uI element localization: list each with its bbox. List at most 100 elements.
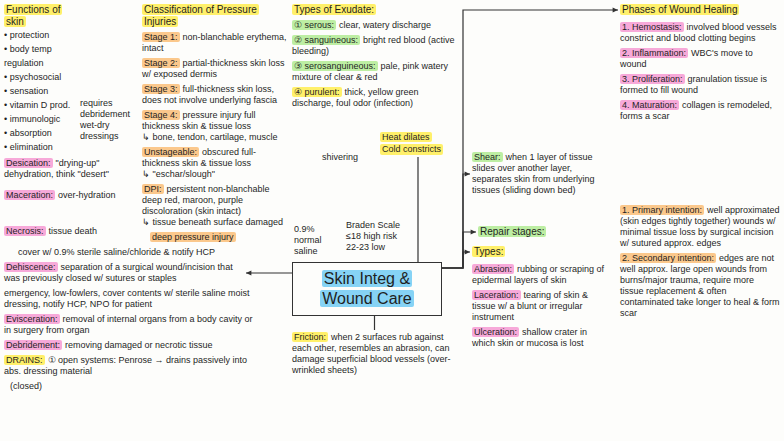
note-label: Braden Scale (346, 220, 408, 231)
highlight-term: Skin Integ & Wound Care (320, 270, 414, 307)
highlight-term: Debridement: (4, 340, 62, 350)
note-label: (closed) (10, 381, 70, 392)
note-box: Types of Exudate: (292, 4, 457, 16)
connector-line (442, 252, 470, 268)
highlight-term: ④ purulent: (292, 87, 342, 97)
note-box: Necrosis:tissue death (4, 226, 138, 237)
highlight-term: ③ serosanguineous: (292, 61, 378, 71)
note-text: ↳ tissue beneath surface damaged (142, 217, 283, 228)
connector (442, 7, 618, 268)
connector-line (442, 10, 618, 268)
note-box: Repair stages: (478, 226, 588, 238)
note-label: emergency, low-fowlers, cover contents w… (4, 288, 254, 310)
note-text: • protection (4, 28, 49, 42)
note-label: cover w/ 0.9% sterile saline/chloride & … (18, 247, 268, 258)
note-text: removing damaged or necrotic tissue (65, 340, 213, 350)
highlight-term: Maceration: (4, 190, 55, 200)
note-box: Stage 3:full-thickness skin loss, does n… (142, 84, 287, 106)
note-box: Stage 4:pressure injury full thickness s… (142, 110, 287, 143)
arrow-head (465, 249, 470, 254)
note-text: • body temp regulation (4, 42, 82, 70)
highlight-term: Evisceration: (4, 314, 60, 324)
highlight-term: Friction: (292, 332, 328, 342)
highlight-term: Types: (472, 246, 505, 257)
highlight-term: Desication: (4, 158, 53, 168)
note-box: deep pressure injury (150, 232, 250, 243)
note-box: 4. Maturation:collagen is remodeled, for… (620, 100, 780, 122)
connector (442, 171, 470, 268)
connector (374, 316, 375, 330)
highlight-term: Cold constricts (380, 144, 443, 155)
highlight-term: Repair stages: (478, 226, 546, 237)
highlight-term: Stage 1: (142, 32, 180, 42)
highlight-term: 2. Secondary intention: (620, 253, 716, 263)
note-label: shivering (322, 152, 372, 163)
highlight-term: 1. Hemostasis: (620, 22, 684, 32)
connector (442, 229, 476, 268)
note-box: 2. Inflammation:WBC's move to wound (620, 48, 780, 70)
connector-line (417, 157, 418, 262)
note-box: 2. Secondary intention:edges are not wel… (620, 253, 780, 319)
note-text: ↳ bone, tendon, cartilage, muscle (142, 132, 278, 143)
highlight-term: Functions of skin (4, 4, 62, 27)
note-label: ≤18 high risk (346, 231, 408, 242)
note-box: DPI:persistent non-blanchable deep red, … (142, 184, 287, 228)
highlight-term: 2. Inflammation: (620, 48, 688, 58)
note-text: • immunologic (4, 112, 60, 126)
highlight-term: Necrosis: (4, 226, 46, 236)
note-text: • absorption (4, 126, 52, 140)
highlight-term: Stage 2: (142, 58, 180, 68)
note-box: Types: (472, 246, 582, 258)
arrow-head (471, 229, 476, 234)
note-text: • elimination (4, 140, 53, 154)
note-text: • psychosocial (4, 70, 61, 84)
note-text: ↳ "eschar/slough" (142, 169, 215, 180)
note-text: over-hydration (58, 190, 116, 200)
note-box: Dehiscence:separation of a surgical woun… (4, 262, 244, 284)
highlight-term: Dehiscence: (4, 262, 58, 272)
highlight-term: deep pressure injury (150, 232, 236, 242)
highlight-term: Heat dilates (380, 132, 432, 142)
note-box: Unstageable:obscured full-thickness skin… (142, 147, 287, 180)
note-box: Stage 2:partial-thickness skin loss w/ e… (142, 58, 287, 80)
arrow-head (613, 7, 618, 12)
note-box: Friction:when 2 surfaces rub against eac… (292, 332, 457, 376)
highlight-term: Phases of Wound Healing (620, 4, 739, 15)
note-label: 22-23 low (346, 242, 408, 253)
connector-line (374, 316, 375, 330)
note-box: Abrasion:rubbing or scraping of epiderma… (472, 264, 612, 286)
highlight-term: Unstageable: (142, 147, 199, 157)
note-box: Maceration:over-hydration (4, 190, 138, 201)
note-box: ③ serosanguineous:pale, pink watery mixt… (292, 61, 457, 83)
highlight-term: 3. Proliferation: (620, 74, 685, 84)
note-box: 1. Primary intention:well approximated (… (620, 205, 780, 249)
highlight-term: 1. Primary intention: (620, 205, 704, 215)
highlight-term: Classification of Pressure Injuries (142, 4, 259, 27)
connector (442, 249, 470, 268)
note-box: ② sanguineous:bright red blood (active b… (292, 35, 457, 57)
highlight-term: ① serous: (292, 20, 336, 30)
note-box: 1. Hemostasis:involved blood vessels con… (620, 22, 780, 44)
note-box: Classification of Pressure Injuries (142, 4, 292, 28)
note-text: clear, watery discharge (339, 20, 431, 30)
highlight-term: Laceration: (472, 290, 521, 300)
connector-line (442, 174, 470, 268)
note-box: ① serous:clear, watery discharge (292, 20, 457, 31)
note-box: Shear:when 1 layer of tissue slides over… (472, 152, 612, 196)
note-box: Phases of Wound Healing (620, 4, 780, 16)
note-box: Evisceration:removal of internal organs … (4, 314, 254, 336)
note-box: Heat dilatesCold constricts (380, 132, 456, 155)
connector-line (246, 272, 292, 273)
connector (246, 270, 292, 275)
highlight-term: Ulceration: (472, 327, 519, 337)
highlight-term: Stage 4: (142, 110, 180, 120)
note-text: • vitamin D prod. (4, 98, 70, 112)
highlight-term: Abrasion: (472, 264, 514, 274)
arrow-head (246, 270, 251, 275)
note-box: Ulceration:shallow crater in which skin … (472, 327, 612, 349)
highlight-term: ② sanguineous: (292, 35, 360, 45)
note-box: Functions of skin• protection• body temp… (4, 4, 82, 154)
note-box: ④ purulent:thick, yellow green discharge… (292, 87, 457, 109)
note-box: Debridement:removing damaged or necrotic… (4, 340, 274, 351)
